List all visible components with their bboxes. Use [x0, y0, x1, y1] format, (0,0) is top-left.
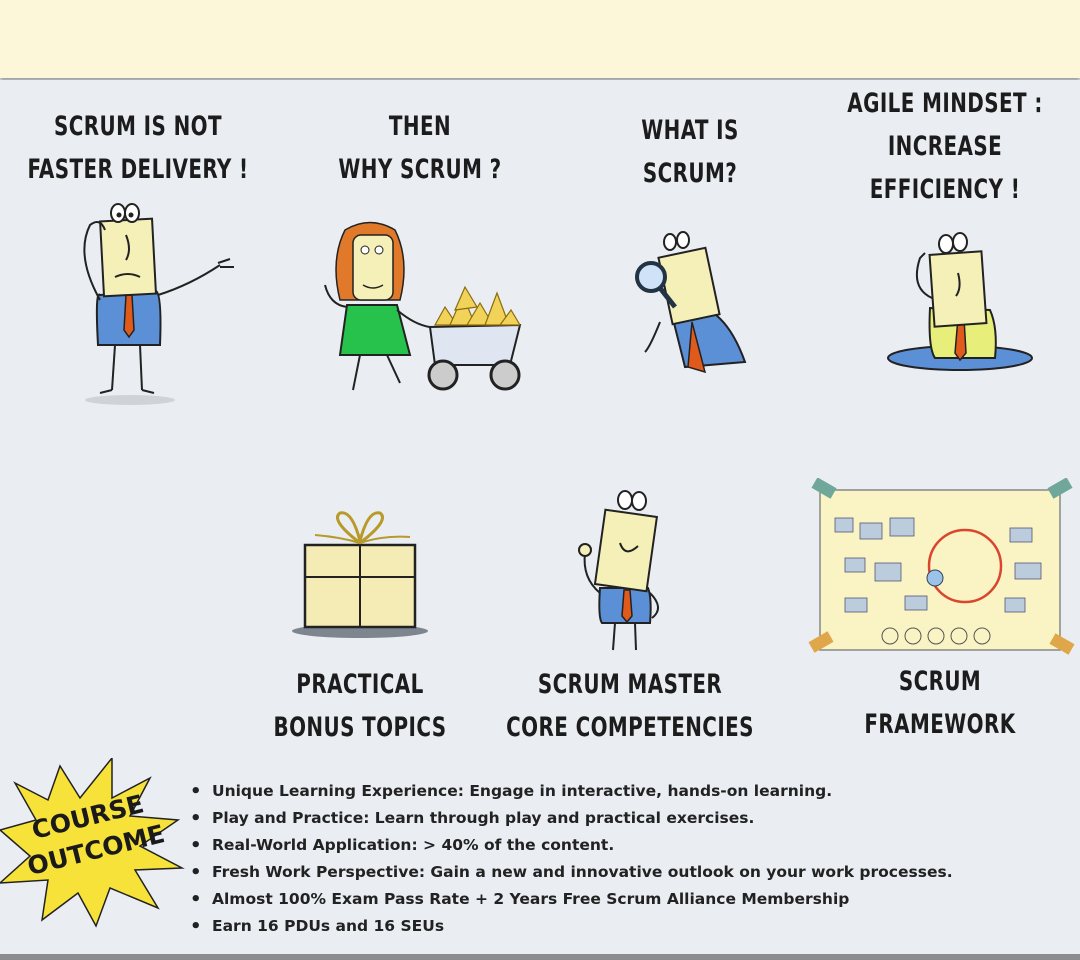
list-item: Earn 16 PDUs and 16 SEUs [190, 913, 1080, 940]
list-item: Fresh Work Perspective: Gain a new and i… [190, 859, 1080, 886]
title-what-is-scrum: WHAT IS SCRUM? [641, 115, 739, 189]
magnifier-character-illustration [635, 231, 747, 374]
title-why-scrum: THEN WHY SCRUM ? [338, 111, 502, 185]
list-item: Real-World Application: > 40% of the con… [190, 832, 1080, 859]
course-outcome-starburst [0, 758, 185, 928]
scrum-master-character-illustration [578, 490, 659, 651]
thinking-character-illustration [887, 232, 1033, 371]
list-item: Almost 100% Exam Pass Rate + 2 Years Fre… [190, 886, 1080, 913]
title-scrum-master-core: SCRUM MASTER CORE COMPETENCIES [506, 669, 754, 743]
scrum-framework-board-illustration [808, 478, 1075, 655]
title-agile-mindset: AGILE MINDSET : INCREASE EFFICIENCY ! [847, 88, 1043, 205]
title-scrum-not-faster: SCRUM IS NOT FASTER DELIVERY ! [27, 111, 249, 185]
gift-box-illustration [292, 511, 428, 638]
confused-character-illustration [83, 203, 234, 405]
woman-with-gold-cart-illustration [324, 221, 522, 391]
course-outcome-list: Unique Learning Experience: Engage in in… [186, 778, 1080, 940]
title-practical-bonus: PRACTICAL BONUS TOPICS [273, 669, 447, 743]
title-scrum-framework: SCRUM FRAMEWORK [864, 666, 1016, 740]
list-item: Play and Practice: Learn through play an… [190, 805, 1080, 832]
bottom-divider [0, 954, 1080, 960]
top-banner [0, 0, 1080, 78]
list-item: Unique Learning Experience: Engage in in… [190, 778, 1080, 805]
